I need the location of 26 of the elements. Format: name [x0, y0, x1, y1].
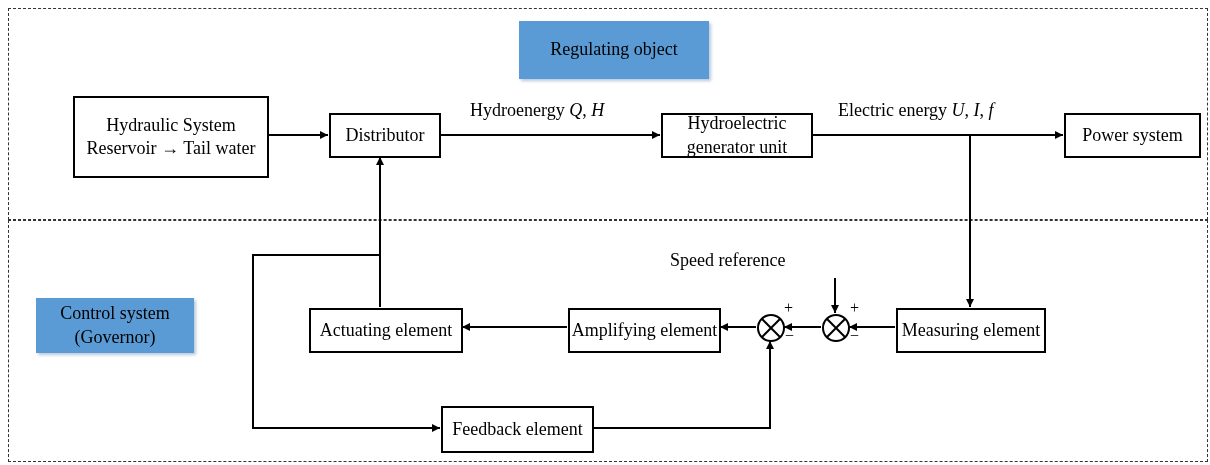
arrow — [811, 134, 974, 308]
input-label: Speed reference — [669, 251, 787, 269]
sign-label: − — [784, 328, 796, 344]
dashed-region — [8, 8, 1208, 220]
edge-label: Hydroenergy Q, H — [468, 100, 607, 121]
block-box: Power system — [1064, 113, 1201, 158]
edge-label: Electric energy U, I, f — [836, 100, 996, 121]
block-box: Feedback element — [441, 406, 594, 453]
sign-label: + — [849, 300, 861, 316]
arrow — [848, 323, 896, 331]
arrow — [252, 254, 441, 432]
block-box: Hydroelectric generator unit — [661, 113, 813, 158]
region-title: Regulating object — [519, 21, 709, 79]
block-box: Actuating element — [309, 308, 463, 353]
dashed-region — [8, 220, 1208, 462]
arrow — [831, 277, 839, 314]
block-box: Hydraulic System Reservoir → Tail water — [73, 96, 269, 178]
arrow — [783, 323, 822, 331]
sign-label: − — [849, 328, 861, 344]
block-box: Amplifying element — [568, 308, 721, 353]
block-box: Measuring element — [896, 308, 1046, 353]
summing-junction — [822, 314, 850, 342]
region-title: Control system (Governor) — [36, 298, 194, 353]
summing-junction — [757, 314, 785, 342]
block-box: Distributor — [329, 113, 441, 158]
sign-label: + — [783, 300, 795, 316]
